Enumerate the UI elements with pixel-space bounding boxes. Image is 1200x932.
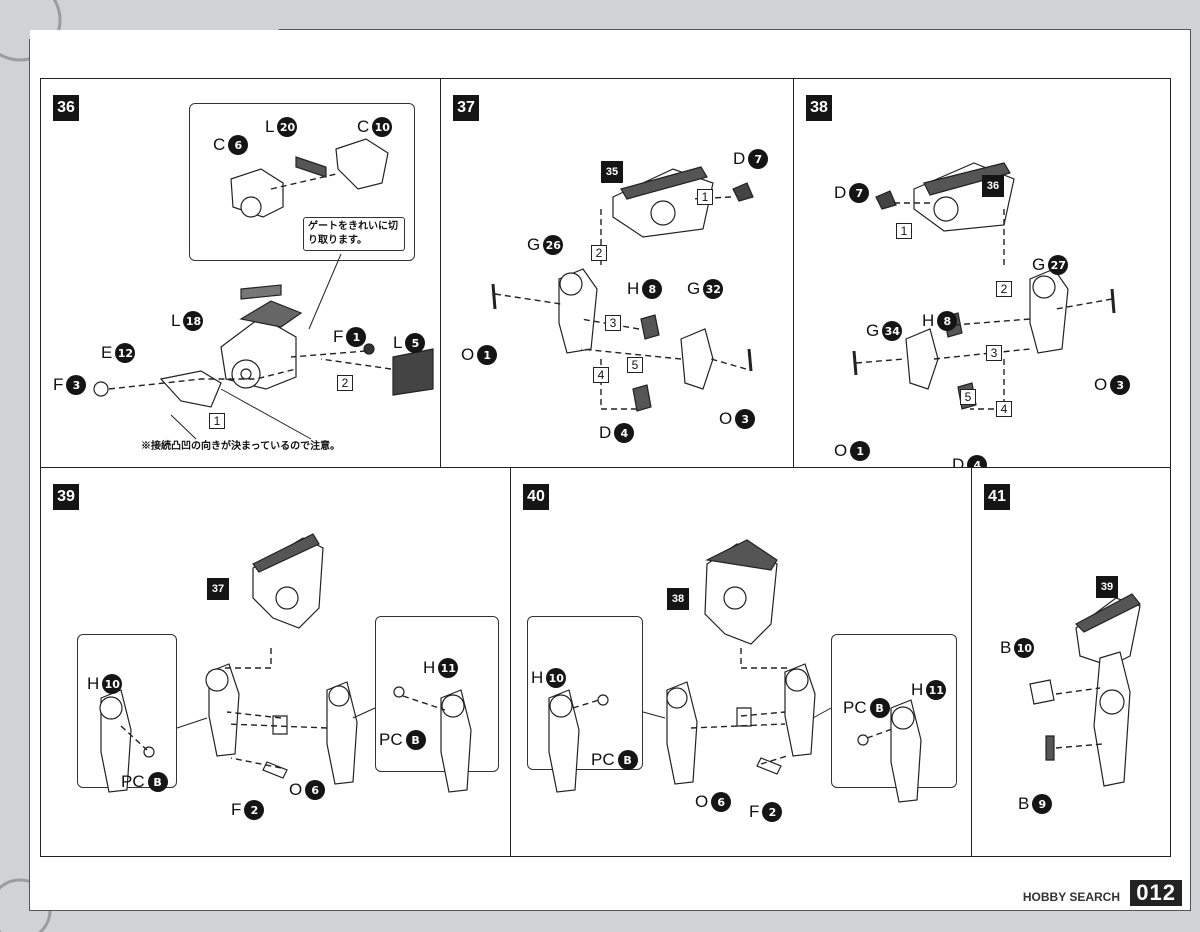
ref-step-38: 38 (667, 588, 689, 610)
page-number: 012 (1130, 880, 1182, 906)
step-40-panel: 40 (510, 467, 972, 857)
step-38-panel: 38 (793, 78, 1171, 475)
step-39-parts-drawing (99, 533, 472, 793)
order-box-1: 1 (209, 413, 225, 429)
order-box-1: 1 (896, 223, 912, 239)
step-number-badge: 40 (523, 484, 549, 510)
step-number-badge: 41 (984, 484, 1010, 510)
step-40-parts-drawing (548, 539, 922, 803)
watermark: HOBBY SEARCH (1022, 890, 1120, 904)
gate-note: ゲートをきれいに切り取ります。 (303, 217, 405, 251)
order-box-1: 1 (697, 189, 713, 205)
order-box-5: 5 (960, 389, 976, 405)
order-box-5: 5 (627, 357, 643, 373)
step-number-badge: 36 (53, 95, 79, 121)
instruction-sheet: 36 (30, 30, 1190, 910)
order-box-2: 2 (337, 375, 353, 391)
step-38-parts-drawing (852, 162, 1116, 410)
order-box-3: 3 (986, 345, 1002, 361)
step-number-badge: 39 (53, 484, 79, 510)
step-37-panel: 37 (440, 78, 794, 468)
step-number-badge: 37 (453, 95, 479, 121)
order-box-3: 3 (605, 315, 621, 331)
order-box-2: 2 (996, 281, 1012, 297)
detail-callout-left (527, 616, 643, 770)
step-number-badge: 38 (806, 95, 832, 121)
ref-step-37: 37 (207, 578, 229, 600)
ref-step-39: 39 (1096, 576, 1118, 598)
step-41-parts-drawing (1029, 593, 1141, 787)
ref-step-35: 35 (601, 161, 623, 183)
ref-step-36: 36 (982, 175, 1004, 197)
step-39-panel: 39 (40, 467, 511, 857)
order-box-2: 2 (591, 245, 607, 261)
step-36-panel: 36 (40, 78, 441, 468)
order-box-4: 4 (996, 401, 1012, 417)
orientation-note: ※接続凸凹の向きが決まっているので注意。 (141, 441, 341, 452)
step-36-parts-drawing (93, 138, 434, 440)
order-box-4: 4 (593, 367, 609, 383)
step-37-parts-drawing (491, 166, 754, 412)
